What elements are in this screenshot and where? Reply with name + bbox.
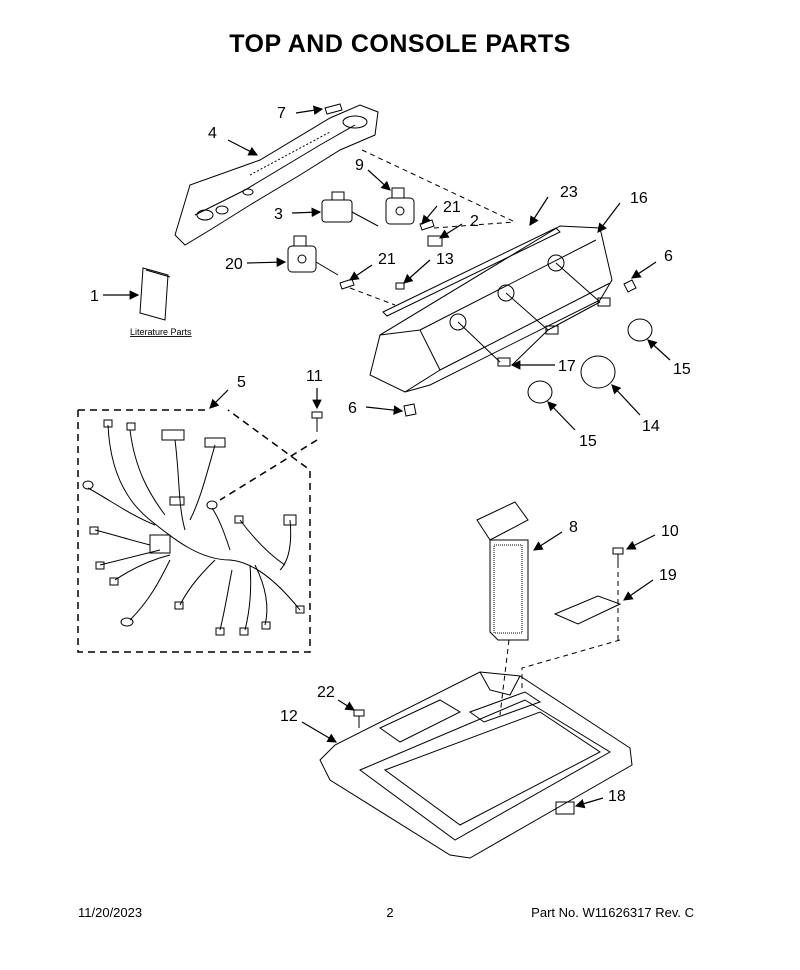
callout-14: 14 [642, 418, 660, 435]
callout-6: 6 [664, 248, 673, 265]
callout-21: 21 [443, 199, 461, 216]
trim-strip-23 [382, 227, 561, 317]
clip-part-2 [427, 235, 443, 247]
clip-part-6-lower [403, 403, 417, 417]
spacer-parts-17 [497, 297, 611, 367]
callout-2: 2 [470, 213, 479, 230]
page-title: TOP AND CONSOLE PARTS [229, 30, 571, 58]
literature-label: Literature Parts [130, 327, 192, 337]
callout-9: 9 [355, 157, 364, 174]
screw-21-lower [339, 278, 355, 290]
callout-1: 1 [90, 288, 99, 305]
callout-16: 16 [630, 190, 648, 207]
clip-part-6-upper [623, 279, 637, 293]
callout-12: 12 [280, 708, 298, 725]
footer-part-number: Part No. W11626317 Rev. C [531, 905, 694, 920]
screw-21-upper [419, 219, 435, 231]
callout-13: 13 [436, 251, 454, 268]
callout-3: 3 [274, 206, 283, 223]
console-panel-16 [369, 225, 613, 393]
callout-10: 10 [661, 523, 679, 540]
lint-screen-8 [476, 501, 529, 641]
callout-6b: 6 [348, 400, 357, 417]
callout-21b: 21 [378, 251, 396, 268]
console-bracket-part [174, 104, 379, 246]
callout-5: 5 [237, 374, 246, 391]
switch-part-20 [287, 235, 339, 276]
literature-booklet [139, 267, 171, 321]
cover-19 [553, 595, 622, 625]
callout-15b: 15 [579, 433, 597, 450]
callout-7: 7 [277, 105, 286, 122]
part-18 [555, 801, 575, 815]
switch-part-9 [385, 187, 415, 225]
wiring-harness-5 [82, 419, 305, 636]
knob-parts [527, 318, 653, 404]
screw-11 [311, 411, 323, 432]
callout-17: 17 [558, 358, 576, 375]
callout-11: 11 [306, 368, 323, 385]
callout-15: 15 [673, 361, 691, 378]
callout-8: 8 [569, 519, 578, 536]
callout-18: 18 [608, 788, 626, 805]
callout-22: 22 [317, 684, 335, 701]
clip-part-13 [395, 282, 405, 290]
top-panel-12 [319, 671, 633, 859]
footer-page-number: 2 [386, 905, 394, 920]
callout-19: 19 [659, 567, 677, 584]
screw-10 [612, 547, 624, 568]
screw-7 [324, 103, 343, 115]
footer-date: 11/20/2023 [78, 905, 143, 920]
screw-22 [353, 709, 365, 728]
callout-23: 23 [560, 184, 578, 201]
switch-part-3 [321, 191, 379, 227]
callout-4: 4 [208, 125, 217, 142]
callout-20: 20 [225, 256, 243, 273]
